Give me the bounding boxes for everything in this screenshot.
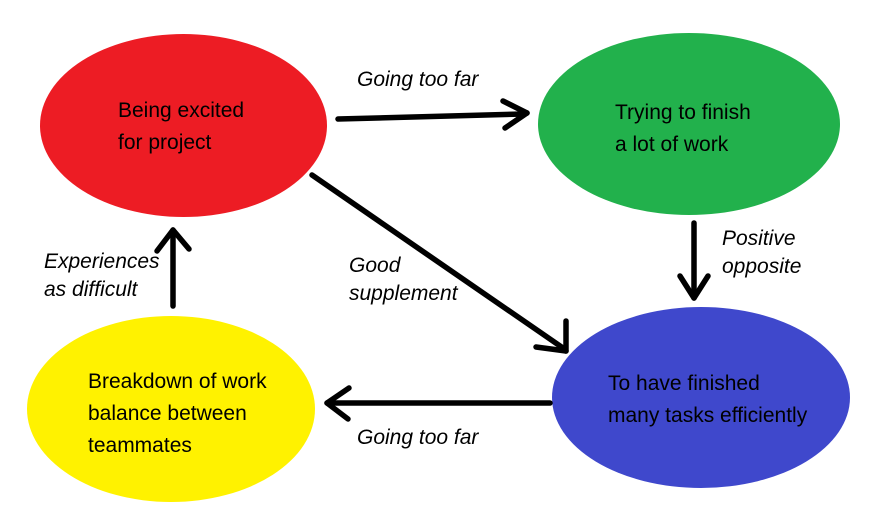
edge-label-line: Experiences [44, 250, 160, 273]
node-trying-to-finish [538, 33, 840, 215]
node-label-line: for project [118, 131, 212, 154]
arrow-excited-to-trying [335, 98, 530, 131]
node-label-line: many tasks efficiently [608, 404, 808, 427]
arrow-trying-to-finished [677, 220, 711, 301]
node-label-line: teammates [88, 434, 192, 457]
node-label-line: To have finished [608, 372, 760, 395]
node-label-being-excited: Being excited for project [118, 95, 244, 159]
node-label-trying-to-finish: Trying to finish a lot of work [615, 97, 751, 161]
edge-label-experiences-as-difficult: Experiences as difficult [44, 248, 160, 304]
edge-label-going-too-far-top: Going too far [357, 66, 478, 94]
node-label-line: Trying to finish [615, 101, 751, 124]
edge-label-line: Good [349, 254, 401, 277]
edge-label-line: Going too far [357, 426, 479, 449]
edge-label-going-too-far-bottom: Going too far [357, 424, 478, 452]
node-label-breakdown: Breakdown of work balance between teamma… [88, 366, 267, 462]
node-label-line: Being excited [118, 99, 245, 122]
edge-label-line: supplement [349, 282, 458, 305]
edge-label-good-supplement: Good supplement [349, 252, 458, 308]
edge-label-positive-opposite: Positive opposite [722, 225, 801, 281]
node-label-line: balance between [88, 402, 247, 425]
node-being-excited [40, 34, 327, 217]
edge-label-line: opposite [722, 255, 802, 278]
edge-label-line: Going too far [357, 68, 479, 91]
arrow-breakdown-to-excited [154, 227, 192, 309]
node-breakdown [27, 316, 315, 502]
node-label-line: a lot of work [615, 133, 729, 156]
arrow-finished-to-breakdown [324, 385, 553, 422]
node-label-finished-tasks: To have finished many tasks efficiently [608, 368, 807, 432]
edge-label-line: as difficult [44, 278, 138, 301]
node-label-line: Breakdown of work [88, 370, 267, 393]
node-finished-tasks [552, 307, 850, 488]
edge-label-line: Positive [722, 227, 796, 250]
